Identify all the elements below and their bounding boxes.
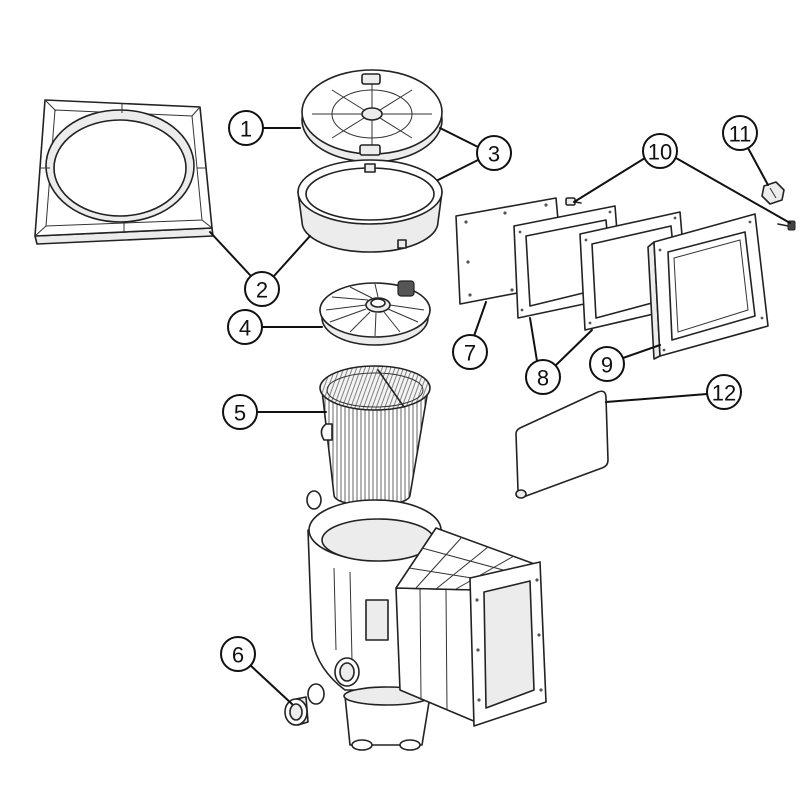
- callout-label: 8: [537, 366, 549, 391]
- face-plate: [647, 213, 769, 360]
- callout-9: 9: [589, 346, 625, 382]
- retaining-clip: [761, 181, 785, 205]
- callout-label: 1: [240, 117, 252, 142]
- callout-11: 11: [722, 115, 758, 151]
- callout-label: 11: [729, 122, 752, 147]
- callout-6: 6: [220, 636, 256, 672]
- callout-label: 6: [232, 643, 244, 668]
- callout-12: 12: [706, 374, 742, 410]
- callout-label: 5: [234, 401, 246, 426]
- callout-label: 12: [712, 381, 736, 406]
- callout-5: 5: [222, 394, 258, 430]
- callout-8: 8: [525, 359, 561, 395]
- callout-7: 7: [452, 334, 488, 370]
- weir-float-ring: [319, 280, 431, 346]
- leader-lines: [209, 127, 791, 705]
- skimmer-basket: [319, 365, 431, 507]
- callout-label: 9: [601, 353, 613, 378]
- gasket-sheet: [515, 390, 609, 499]
- callout-label: 10: [648, 140, 672, 165]
- callout-1: 1: [228, 110, 264, 146]
- square-deck-frame: [34, 99, 214, 245]
- callout-label: 7: [464, 341, 476, 366]
- callout-4: 4: [227, 309, 263, 345]
- skimmer-throat: [395, 527, 547, 727]
- skimmer-lid: [301, 69, 443, 163]
- callout-label: 4: [239, 316, 251, 341]
- skimmer-collar-ring: [297, 159, 443, 253]
- callout-label: 2: [256, 278, 268, 303]
- screw-right: [777, 220, 796, 231]
- callout-10: 10: [642, 133, 678, 169]
- callout-label: 3: [488, 142, 500, 167]
- threaded-fitting: [284, 683, 325, 726]
- callout-3: 3: [476, 135, 512, 171]
- callout-2: 2: [244, 271, 280, 307]
